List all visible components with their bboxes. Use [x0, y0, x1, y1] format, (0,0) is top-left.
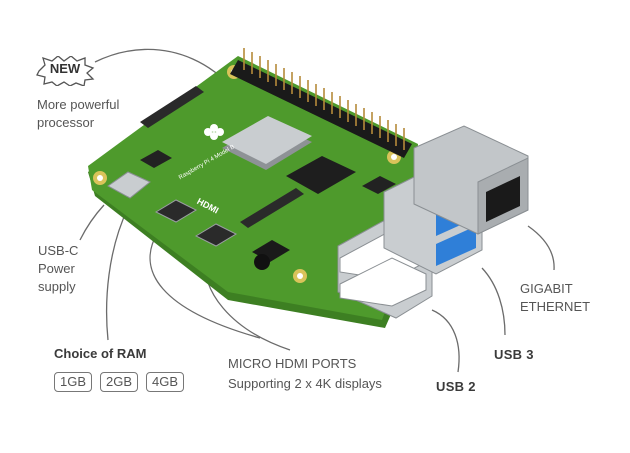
pmic-chip — [140, 150, 172, 168]
hdmi-leader-1 — [149, 231, 261, 339]
usb-controller-chip — [362, 176, 396, 194]
hdmi-label: MICRO HDMI PORTS Supporting 2 x 4K displ… — [228, 355, 382, 393]
hdmi-title: MICRO HDMI PORTS — [228, 356, 357, 371]
usb2-label: USB 2 — [436, 379, 476, 394]
processor-chip — [222, 116, 312, 170]
ethernet-leader — [527, 225, 555, 271]
ethernet-label: GIGABIT ETHERNET — [520, 280, 590, 316]
ethernet-line2: ETHERNET — [520, 299, 591, 314]
micro-hdmi-port-1 — [194, 223, 238, 247]
processor-line2: processor — [37, 115, 95, 130]
usb2-leader — [431, 309, 460, 373]
ethernet-line1: GIGABIT — [520, 281, 573, 296]
usbc-title: USB-C — [38, 243, 79, 258]
ram-title: Choice of RAM — [54, 346, 147, 361]
usbc-line1: Power — [38, 261, 75, 276]
usbc-leader — [79, 204, 105, 241]
ram-leader — [105, 207, 129, 341]
usbc-line2: supply — [38, 279, 76, 294]
ethernet-port — [413, 125, 529, 235]
micro-hdmi-port-0 — [154, 199, 198, 223]
ram-option-4gb: 4GB — [146, 372, 185, 392]
ram-chip — [286, 156, 356, 194]
audio-jack — [252, 240, 290, 270]
new-burst-badge-icon — [36, 56, 95, 86]
hdmi-subtitle: Supporting 2 x 4K displays — [228, 376, 382, 391]
raspberry-logo — [204, 124, 224, 140]
ram-options: 1GB 2GB 4GB — [54, 372, 185, 392]
new-badge-label: NEW — [49, 61, 81, 76]
usb3-leader — [481, 267, 506, 336]
usbc-port — [107, 171, 151, 199]
processor-label: More powerful processor — [37, 96, 119, 132]
ram-option-1gb: 1GB — [54, 372, 93, 392]
usbc-label: USB-C Power supply — [38, 242, 78, 296]
gpio-header — [230, 48, 412, 158]
camera-connector — [240, 188, 304, 228]
display-connector — [140, 86, 204, 128]
processor-line1: More powerful — [37, 97, 120, 112]
ram-option-2gb: 2GB — [100, 372, 139, 392]
usb3-label: USB 3 — [494, 347, 534, 362]
